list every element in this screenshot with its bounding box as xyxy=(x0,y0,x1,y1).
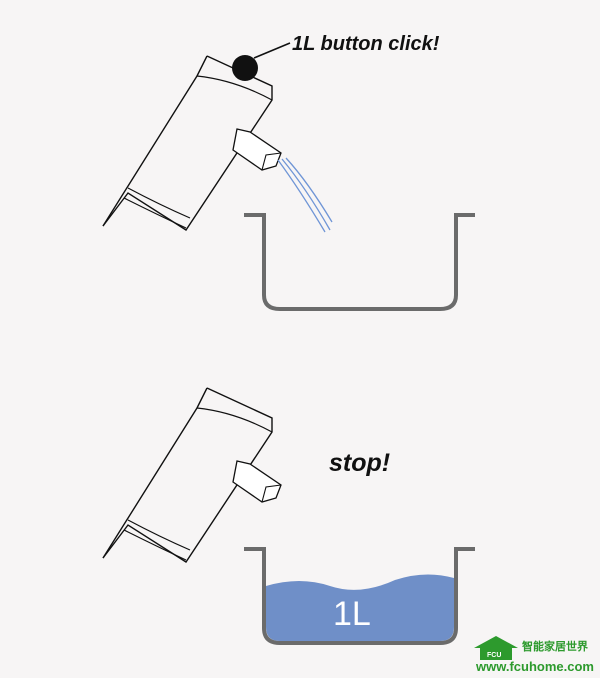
bottom-dispenser-spout xyxy=(232,460,282,503)
top-dispenser-band xyxy=(123,187,191,229)
bottom-dispenser xyxy=(102,387,282,563)
top-dispenser-spout xyxy=(232,128,282,171)
watermark: FCU 智能家居世界 www.fcuhome.com xyxy=(470,632,598,676)
top-dispenser-left-edge xyxy=(102,55,208,227)
bottom-dispenser-band xyxy=(123,519,191,561)
water-fill xyxy=(266,574,454,641)
callout-label: 1L button click! xyxy=(292,33,440,55)
top-pot xyxy=(244,213,475,311)
callout-leader-line xyxy=(253,42,291,59)
watermark-chinese-text: 智能家居世界 xyxy=(522,641,588,653)
bottom-dispenser-left-edge xyxy=(102,387,208,559)
bottom-pot xyxy=(244,547,475,645)
watermark-url: www.fcuhome.com xyxy=(476,659,594,674)
stop-label: stop! xyxy=(329,449,391,477)
watermark-logo-text: FCU xyxy=(487,652,502,659)
top-button-dot[interactable] xyxy=(232,55,258,81)
house-logo-icon xyxy=(474,636,518,660)
bottom-dispenser-rim xyxy=(196,407,273,433)
water-stream xyxy=(277,157,333,233)
top-spout-mouth xyxy=(261,152,282,171)
water-volume-label: 1L xyxy=(333,595,371,633)
bottom-spout-mouth xyxy=(261,484,282,503)
top-dispenser xyxy=(102,55,282,231)
top-dispenser-rim xyxy=(196,75,273,101)
